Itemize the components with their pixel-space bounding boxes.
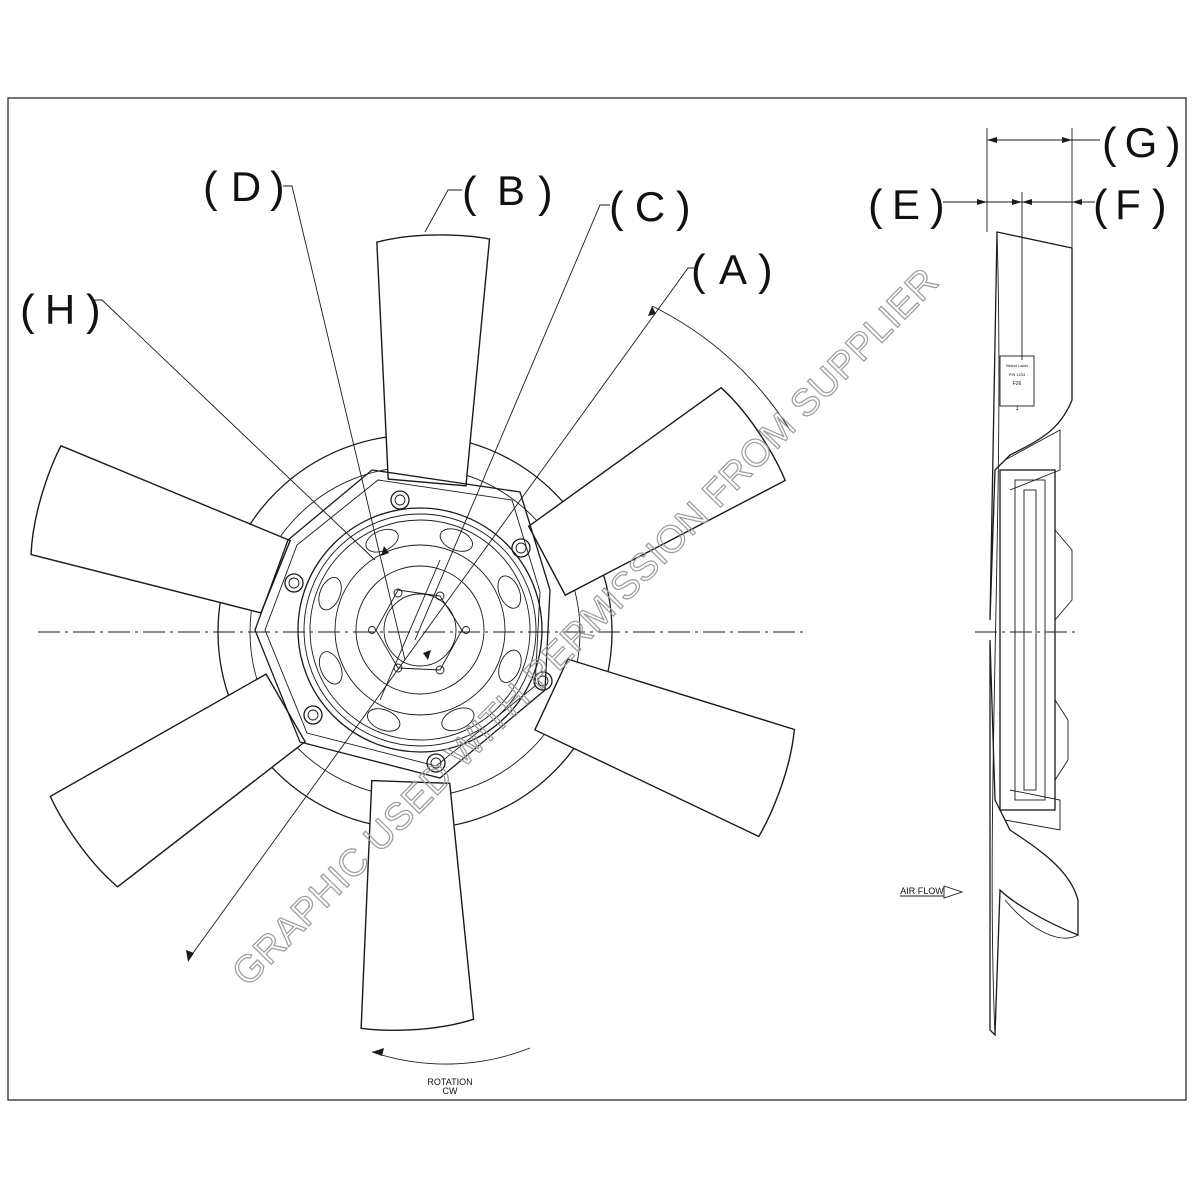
side-blade-lower bbox=[989, 639, 1079, 1037]
hub-disc-5 bbox=[355, 565, 485, 695]
part-label: Brand Label P/N 1234 F26 1 bbox=[999, 355, 1035, 412]
hub-outer-disc bbox=[297, 507, 543, 753]
hub-oval-window bbox=[497, 575, 522, 609]
label-d: D bbox=[231, 163, 261, 210]
hub-oval-window bbox=[318, 651, 343, 685]
fan-blades bbox=[30, 234, 796, 1031]
side-blade-upper bbox=[989, 231, 1073, 621]
air-flow-indicator: AIR FLOW bbox=[900, 885, 964, 899]
fan-blade-1 bbox=[376, 234, 491, 487]
svg-text:): ) bbox=[676, 183, 691, 232]
svg-text:(: ( bbox=[20, 286, 35, 335]
svg-text:): ) bbox=[86, 286, 101, 335]
svg-text:): ) bbox=[270, 163, 285, 212]
svg-text:(: ( bbox=[462, 168, 477, 217]
svg-text:(: ( bbox=[1102, 119, 1117, 168]
svg-text:): ) bbox=[758, 246, 773, 295]
side-view: Brand Label P/N 1234 F26 1 AIR FLOW bbox=[900, 128, 1100, 1037]
svg-text:Brand Label: Brand Label bbox=[1006, 363, 1028, 368]
hub-plate-inner bbox=[264, 479, 541, 767]
leader-lines bbox=[92, 185, 791, 962]
svg-text:P/N 1234: P/N 1234 bbox=[1009, 372, 1026, 377]
dimension-labels: ( D ) ( B ) ( C ) ( A ) ( H ) ( E ) ( F … bbox=[20, 119, 1181, 335]
hub-disc-2 bbox=[303, 513, 537, 747]
svg-text:): ) bbox=[1152, 181, 1167, 230]
hub-disc-4 bbox=[334, 544, 506, 716]
side-hub bbox=[999, 469, 1056, 811]
fan-blade-2 bbox=[527, 386, 787, 597]
hub-oval-window bbox=[367, 708, 401, 732]
rotation-label: ROTATION bbox=[427, 1077, 472, 1087]
fan-blade-3 bbox=[533, 658, 796, 838]
hub-oval-window bbox=[441, 707, 475, 732]
hub-oval-window bbox=[439, 528, 473, 552]
leader-h bbox=[92, 299, 376, 561]
label-e: E bbox=[892, 181, 920, 228]
mount-bolts bbox=[284, 490, 553, 773]
svg-text:AIR FLOW: AIR FLOW bbox=[900, 886, 944, 896]
svg-text:(: ( bbox=[691, 246, 706, 295]
hub-center bbox=[383, 593, 457, 667]
label-f: F bbox=[1115, 181, 1141, 228]
hub-plate bbox=[254, 469, 551, 779]
rotation-direction: CW bbox=[443, 1086, 458, 1096]
label-b: B bbox=[497, 167, 525, 214]
side-blade-outline bbox=[991, 231, 1000, 1036]
label-c: C bbox=[635, 183, 665, 230]
svg-text:): ) bbox=[1166, 119, 1181, 168]
front-view: ROTATION CW bbox=[30, 185, 805, 1096]
hub-oval-window bbox=[365, 528, 399, 553]
inner-bolts bbox=[368, 588, 470, 675]
leader-c bbox=[414, 204, 610, 641]
hub-oval-window bbox=[498, 649, 522, 683]
svg-text:(: ( bbox=[1093, 181, 1108, 230]
rotation-arc bbox=[371, 1047, 531, 1065]
leader-a bbox=[187, 267, 695, 961]
hub-oval-window bbox=[318, 577, 342, 611]
dimension-lines bbox=[943, 128, 1100, 360]
label-h: H bbox=[45, 286, 75, 333]
leader-d bbox=[283, 185, 406, 661]
svg-text:): ) bbox=[538, 168, 553, 217]
inner-bolt-star bbox=[375, 589, 463, 671]
label-g: G bbox=[1125, 119, 1158, 166]
label-a: A bbox=[719, 246, 747, 293]
drawing-border bbox=[7, 97, 1187, 1101]
watermark: GRAPHIC USED WITH PERMISSION FROM SUPPLI… bbox=[224, 260, 946, 994]
fan-blade-4 bbox=[360, 779, 475, 1031]
svg-text:(: ( bbox=[203, 163, 218, 212]
fan-blade-5 bbox=[49, 673, 307, 888]
hub-disc-3 bbox=[309, 519, 531, 741]
svg-text:): ) bbox=[930, 181, 945, 230]
svg-text:(: ( bbox=[609, 183, 624, 232]
svg-text:F26: F26 bbox=[1013, 381, 1022, 387]
leader-b bbox=[424, 189, 462, 233]
svg-text:(: ( bbox=[868, 181, 883, 230]
svg-text:1: 1 bbox=[1015, 406, 1019, 412]
fan-blade-6 bbox=[30, 444, 292, 614]
